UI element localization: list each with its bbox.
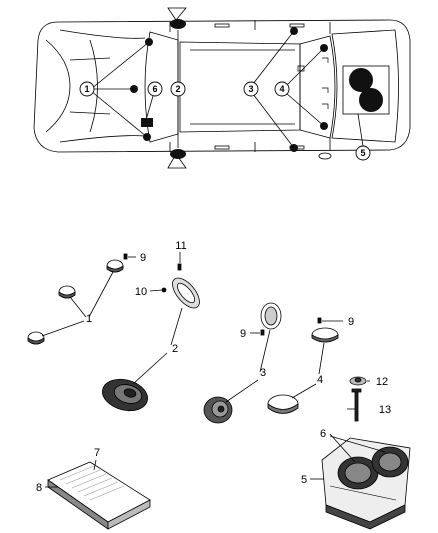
leader-line [318,342,325,375]
leader-line [252,93,295,149]
part-label-8: 8 [36,482,42,494]
car-callout-6: 6 [147,81,163,97]
part-label-9a: 9 [140,252,146,264]
rear-shelf-tweeter-part [311,327,339,343]
part-label-10: 10 [135,286,147,298]
car-callouts: 1 2 3 4 5 6 [79,81,371,161]
leader-line [149,289,163,292]
mirror-left [167,7,187,21]
leader-line [252,30,295,85]
door-handle [214,145,230,150]
part-labels: 1 2 3 4 5 6 7 8 9 9 9 10 11 12 13 [36,240,391,494]
leader-line [90,90,148,138]
fuel-cap [318,152,332,160]
subwoofer-cone [359,88,383,112]
front-door-speaker-woofer [102,378,148,412]
rear-speaker-part [203,396,233,424]
car-callout-5-text: 5 [360,148,365,158]
door-handle [289,23,305,28]
trunk-lid [331,29,399,143]
leader-line [145,95,154,121]
car-callout-4: 4 [274,81,290,97]
leader-line [41,320,85,337]
hood-creases [69,39,111,133]
nut-part [349,376,367,386]
part-label-9c: 9 [348,316,354,328]
part-label-13: 13 [379,404,391,416]
leader-line [285,47,325,87]
leader-line [329,433,356,463]
leader-line [357,113,364,147]
car-callout-3-text: 3 [248,84,253,94]
part-label-12: 12 [376,376,388,388]
door-handle [214,23,230,28]
part-label-6: 6 [320,428,326,440]
front-door-speaker-part [172,277,200,309]
car-top-view [33,7,411,169]
amplifier-block [141,118,153,127]
car-callout-2-text: 2 [175,84,180,94]
windshield [144,31,179,143]
car-body-outline [33,19,411,153]
tweeter-part [27,331,45,345]
door-speaker-front-bottom [170,149,186,159]
part-label-11: 11 [175,240,186,252]
leader-line [132,352,168,385]
screw-part [123,253,322,336]
tweeter-part [106,259,124,273]
mirror-right [167,153,187,169]
subwoofer-cone [349,68,373,92]
tweeter-part [58,285,76,299]
leader-line [259,329,271,373]
rear-shelf-speaker-part [267,394,299,414]
rear-tweeter-part [260,302,282,330]
hood-lines [45,29,146,143]
part-label-5: 5 [301,474,307,486]
part-label-2: 2 [172,343,178,355]
car-components [130,19,390,159]
car-callout-5: 5 [355,145,371,161]
door-speaker-front-top [170,19,186,29]
car-leader-lines [90,30,364,149]
leader-line [285,92,325,127]
part-label-9b: 9 [240,328,246,340]
door-lines-top [169,20,331,34]
car-callout-3: 3 [243,81,259,97]
leader-line [329,435,386,453]
car-callout-1-text: 1 [84,84,89,94]
leader-line [90,41,150,90]
car-callout-1: 1 [79,81,95,97]
rear-window [299,35,336,139]
leader-line [69,296,87,318]
leader-line [88,271,114,318]
part-label-7: 7 [94,447,100,459]
trunk-mount-brackets [297,57,329,109]
bolt-part [351,388,362,422]
part-label-3: 3 [260,367,266,379]
car-callout-4-text: 4 [279,84,284,94]
leader-line [170,307,183,346]
leader-line [291,383,317,399]
exploded-parts [27,253,411,530]
car-callout-6-text: 6 [152,84,157,94]
part-label-4: 4 [317,374,323,386]
door-lines-bottom [169,138,331,152]
subwoofer-enclosure-part [321,437,411,530]
leader-line [225,379,259,403]
car-callout-2: 2 [170,81,186,97]
amplifier-part [47,461,151,530]
leader-line [93,459,97,471]
part-label-1: 1 [86,313,92,325]
parts-leader-lines [41,252,386,488]
